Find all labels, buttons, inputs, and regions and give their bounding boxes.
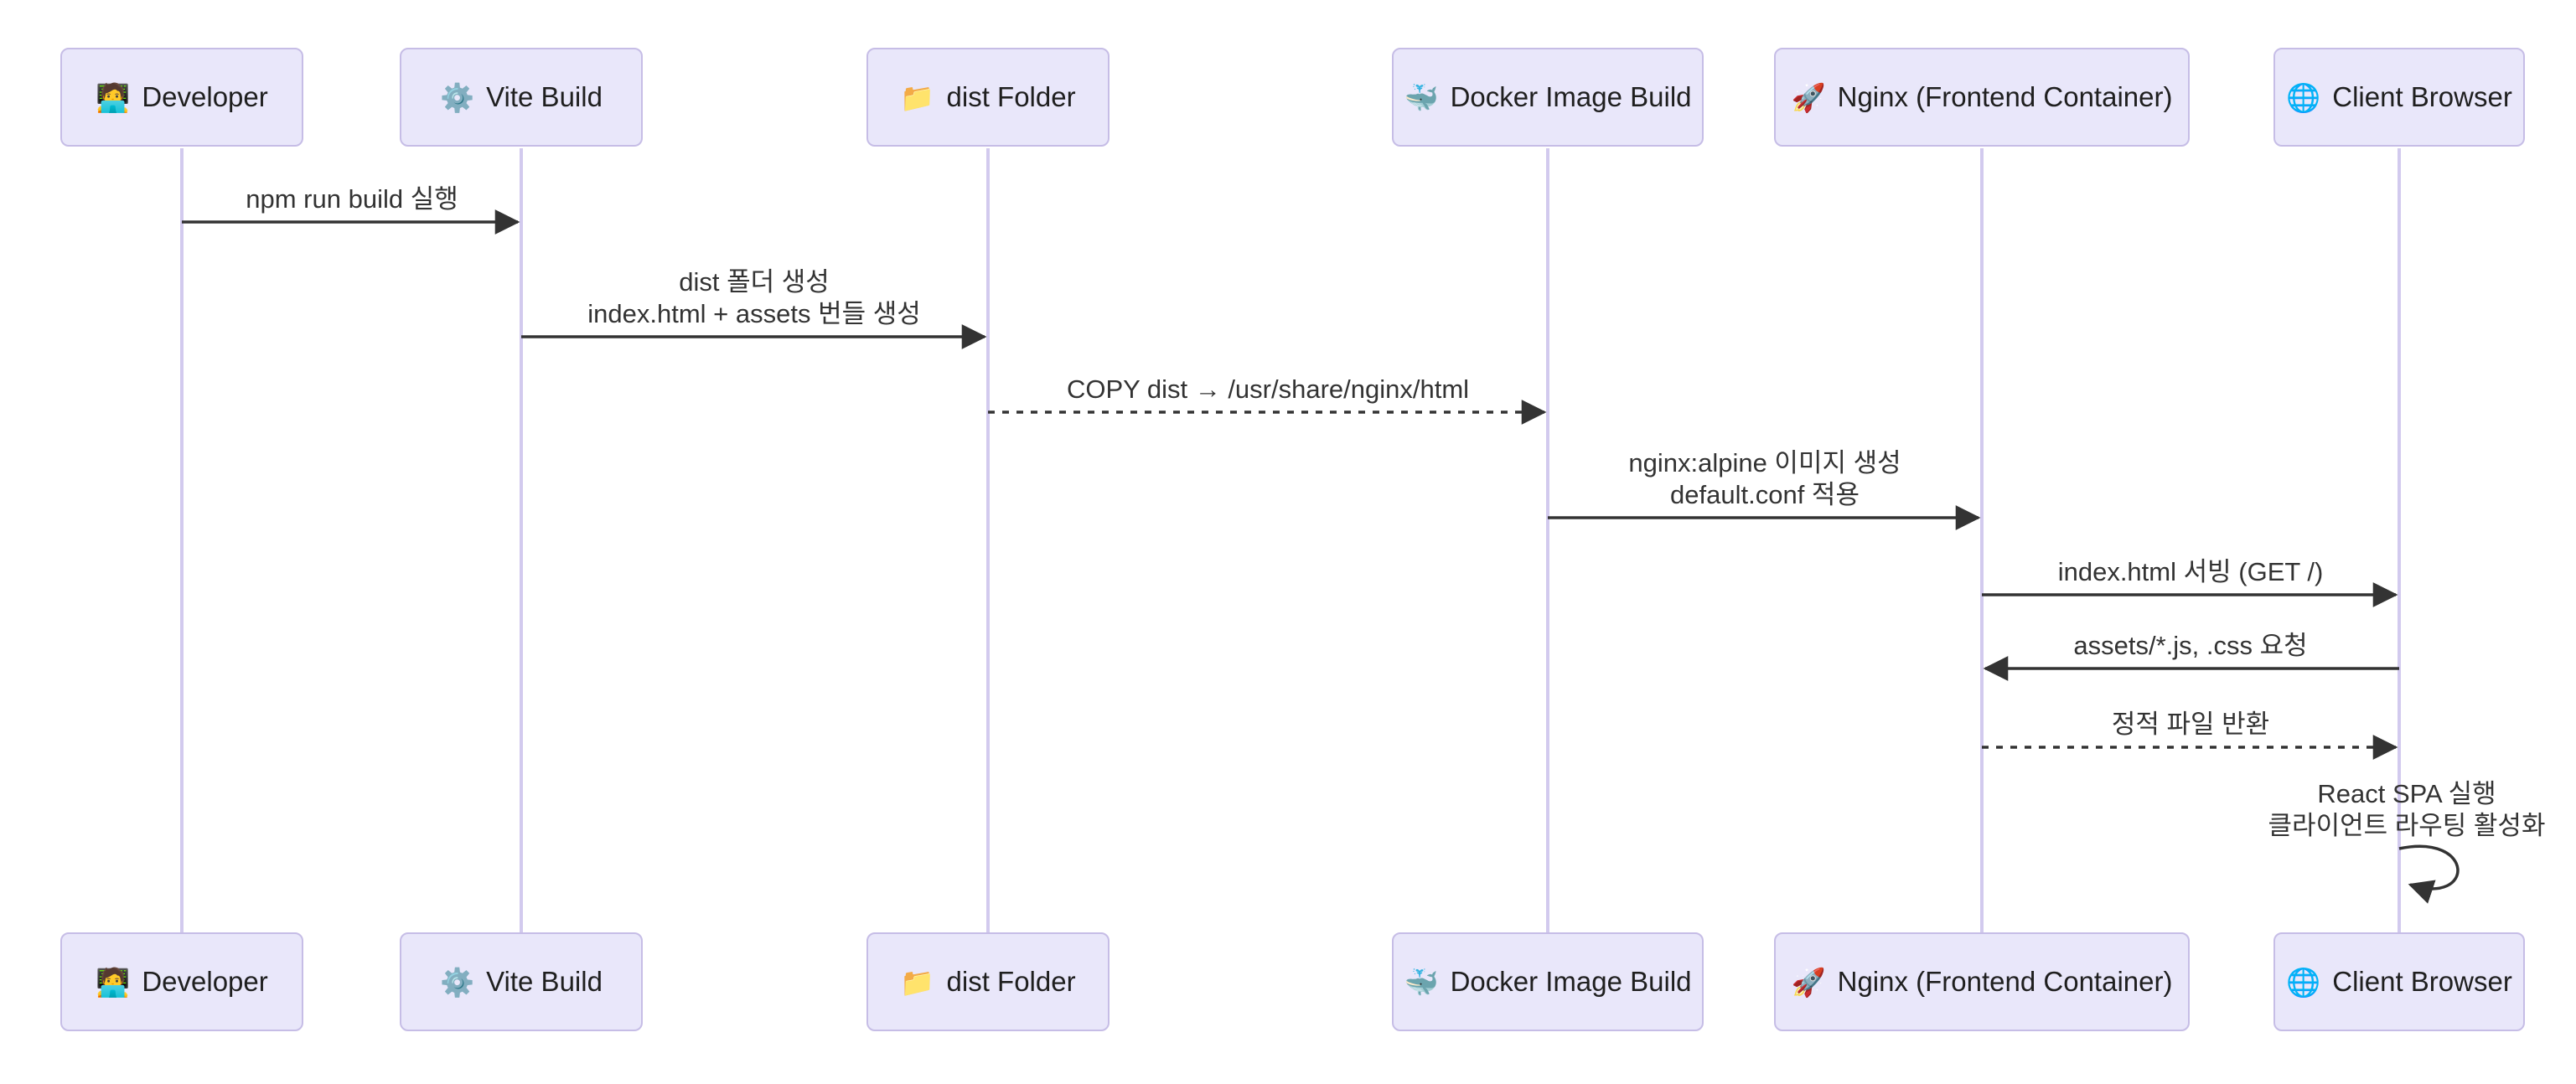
message-label-static-files-return: 정적 파일 반환 (2112, 709, 2269, 741)
actor-label: dist Folder (946, 81, 1076, 112)
message-label-serve-index-html: index.html 서빙 (GET /) (2058, 556, 2324, 588)
actor-label: Nginx (Frontend Container) (1837, 81, 2173, 112)
actor-bottom-vite-build: ⚙️ Vite Build (400, 932, 643, 1031)
actor-top-nginx-container: 🚀 Nginx (Frontend Container) (1774, 48, 2190, 147)
message-line: npm run build 실행 (246, 184, 458, 214)
message-line: assets/*.js, .css 요청 (2073, 631, 2308, 660)
technologist-emoji-icon: 🧑‍💻 (96, 966, 131, 998)
actor-label: Docker Image Build (1450, 81, 1692, 112)
message-line: 클라이언트 라우팅 활성화 (2268, 811, 2546, 840)
rocket-emoji-icon: 🚀 (1791, 966, 1826, 998)
message-line: 정적 파일 반환 (2111, 710, 2270, 739)
message-label-dist-created: dist 폴더 생성 index.html + assets 번들 생성 (587, 266, 921, 330)
globe-emoji-icon: 🌐 (2286, 966, 2321, 998)
actor-label: dist Folder (946, 966, 1076, 997)
message-label-npm-run-build: npm run build 실행 (246, 183, 458, 215)
message-line: default.conf 적용 (1670, 480, 1860, 509)
actor-label: Client Browser (2332, 966, 2512, 997)
actor-bottom-nginx-container: 🚀 Nginx (Frontend Container) (1774, 932, 2190, 1031)
actor-label: Vite Build (486, 966, 603, 997)
message-line: index.html 서빙 (GET /) (2057, 557, 2324, 586)
actor-label: Vite Build (486, 81, 603, 112)
folder-emoji-icon: 📁 (900, 81, 935, 113)
message-line: dist 폴더 생성 (679, 267, 830, 297)
actor-top-client-browser: 🌐 Client Browser (2273, 48, 2525, 147)
actor-label: Client Browser (2332, 81, 2512, 112)
message-label-react-spa: React SPA 실행 클라이언트 라우팅 활성화 (2268, 778, 2546, 842)
message-label-copy-dist: COPY dist → /usr/share/nginx/html (1067, 374, 1469, 405)
actor-top-docker-image-build: 🐳 Docker Image Build (1392, 48, 1704, 147)
actor-label: Developer (142, 81, 268, 112)
message-line: nginx:alpine 이미지 생성 (1628, 448, 1901, 477)
actor-top-developer: 🧑‍💻 Developer (60, 48, 303, 147)
message-label-assets-request: assets/*.js, .css 요청 (2073, 630, 2307, 662)
actor-top-vite-build: ⚙️ Vite Build (400, 48, 643, 147)
actor-bottom-docker-image-build: 🐳 Docker Image Build (1392, 932, 1704, 1031)
rocket-emoji-icon: 🚀 (1791, 81, 1826, 113)
arrow-react-spa-self-loop (2398, 844, 2460, 904)
actor-label: Docker Image Build (1450, 966, 1692, 997)
actor-bottom-dist-folder: 📁 dist Folder (866, 932, 1110, 1031)
message-line: COPY dist → /usr/share/nginx/html (1066, 374, 1470, 404)
gear-emoji-icon: ⚙️ (440, 966, 475, 998)
whale-emoji-icon: 🐳 (1404, 81, 1439, 113)
actor-bottom-client-browser: 🌐 Client Browser (2273, 932, 2525, 1031)
actor-top-dist-folder: 📁 dist Folder (866, 48, 1110, 147)
message-line: React SPA 실행 (2317, 779, 2496, 808)
actor-label: Nginx (Frontend Container) (1837, 966, 2173, 997)
folder-emoji-icon: 📁 (900, 966, 935, 998)
actor-label: Developer (142, 966, 268, 997)
whale-emoji-icon: 🐳 (1404, 966, 1439, 998)
technologist-emoji-icon: 🧑‍💻 (96, 81, 131, 113)
gear-emoji-icon: ⚙️ (440, 81, 475, 113)
message-line: index.html + assets 번들 생성 (587, 299, 921, 328)
actor-bottom-developer: 🧑‍💻 Developer (60, 932, 303, 1031)
globe-emoji-icon: 🌐 (2286, 81, 2321, 113)
message-label-nginx-alpine-image: nginx:alpine 이미지 생성 default.conf 적용 (1628, 447, 1901, 511)
